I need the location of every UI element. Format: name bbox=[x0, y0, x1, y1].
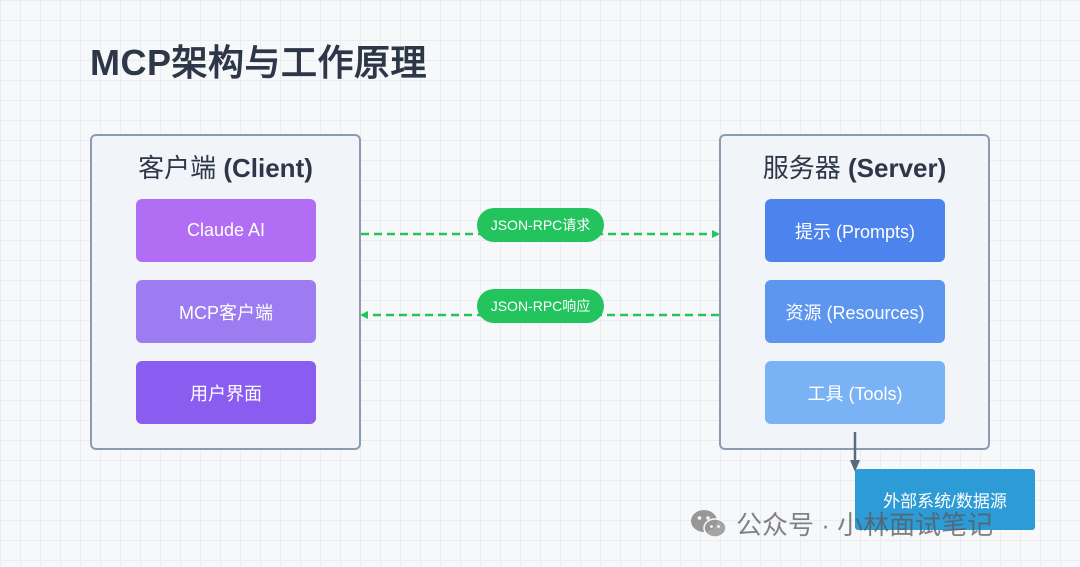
server-panel: 服务器 (Server) 提示 (Prompts) 资源 (Resources)… bbox=[719, 134, 990, 450]
watermark: 公众号 · 小林面试笔记 bbox=[690, 505, 993, 542]
client-box-user-interface: 用户界面 bbox=[136, 361, 316, 424]
server-box-resources: 资源 (Resources) bbox=[765, 280, 945, 343]
client-panel: 客户端 (Client) Claude AI MCP客户端 用户界面 bbox=[90, 134, 361, 450]
page-title: MCP架构与工作原理 bbox=[90, 42, 427, 83]
client-panel-title: 客户端 (Client) bbox=[92, 148, 359, 185]
server-box-prompts: 提示 (Prompts) bbox=[765, 199, 945, 262]
request-label: JSON-RPC请求 bbox=[477, 208, 604, 242]
server-box-tools: 工具 (Tools) bbox=[765, 361, 945, 424]
server-title-cn: 服务器 bbox=[762, 153, 841, 183]
client-title-cn: 客户端 bbox=[138, 153, 217, 183]
server-title-en: (Server) bbox=[847, 153, 947, 183]
external-system-box: 外部系统/数据源 bbox=[855, 469, 1035, 530]
wechat-icon bbox=[691, 509, 727, 538]
server-panel-title: 服务器 (Server) bbox=[721, 148, 988, 185]
response-label: JSON-RPC响应 bbox=[477, 289, 604, 323]
client-title-en: (Client) bbox=[223, 153, 313, 183]
client-box-claude-ai: Claude AI bbox=[136, 199, 316, 262]
watermark-text: 公众号 · 小林面试笔记 bbox=[736, 510, 994, 540]
client-box-mcp-client: MCP客户端 bbox=[136, 280, 316, 343]
